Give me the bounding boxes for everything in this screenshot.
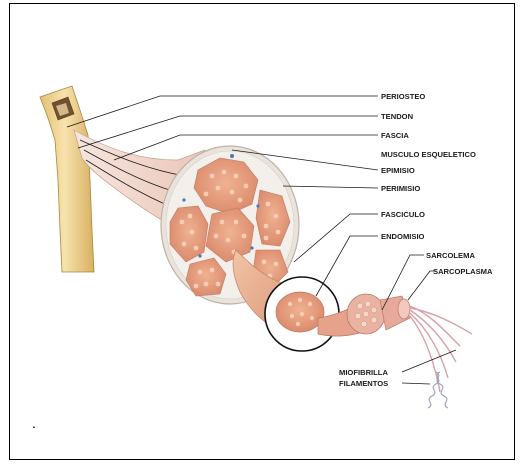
bone-graphic: [40, 86, 94, 272]
label-musculo-esqueletico: MUSCULO ESQUELETICO: [381, 150, 476, 159]
label-fascia: FASCIA: [381, 131, 409, 140]
label-periosteo: PERIOSTEO: [381, 92, 425, 101]
label-sarcoplasma: SARCOPLASMA: [433, 267, 493, 276]
myofibril-strands: [410, 306, 472, 392]
label-filamentos: FILAMENTOS: [339, 379, 388, 388]
label-miofibrilla: MIOFIBRILLA: [339, 368, 388, 377]
label-sarcolema: SARCOLEMA: [426, 251, 475, 260]
label-endomisio: ENDOMISIO: [381, 232, 425, 241]
label-tendon: TENDON: [381, 112, 413, 121]
label-fasciculo: FASCICULO: [381, 210, 425, 219]
stray-dot: .: [32, 415, 36, 431]
filament-coils: [428, 372, 448, 408]
label-epimisio: EPIMISIO: [381, 166, 415, 175]
label-perimisio: PERIMISIO: [381, 184, 420, 193]
muscle-cross-section: [161, 146, 299, 304]
